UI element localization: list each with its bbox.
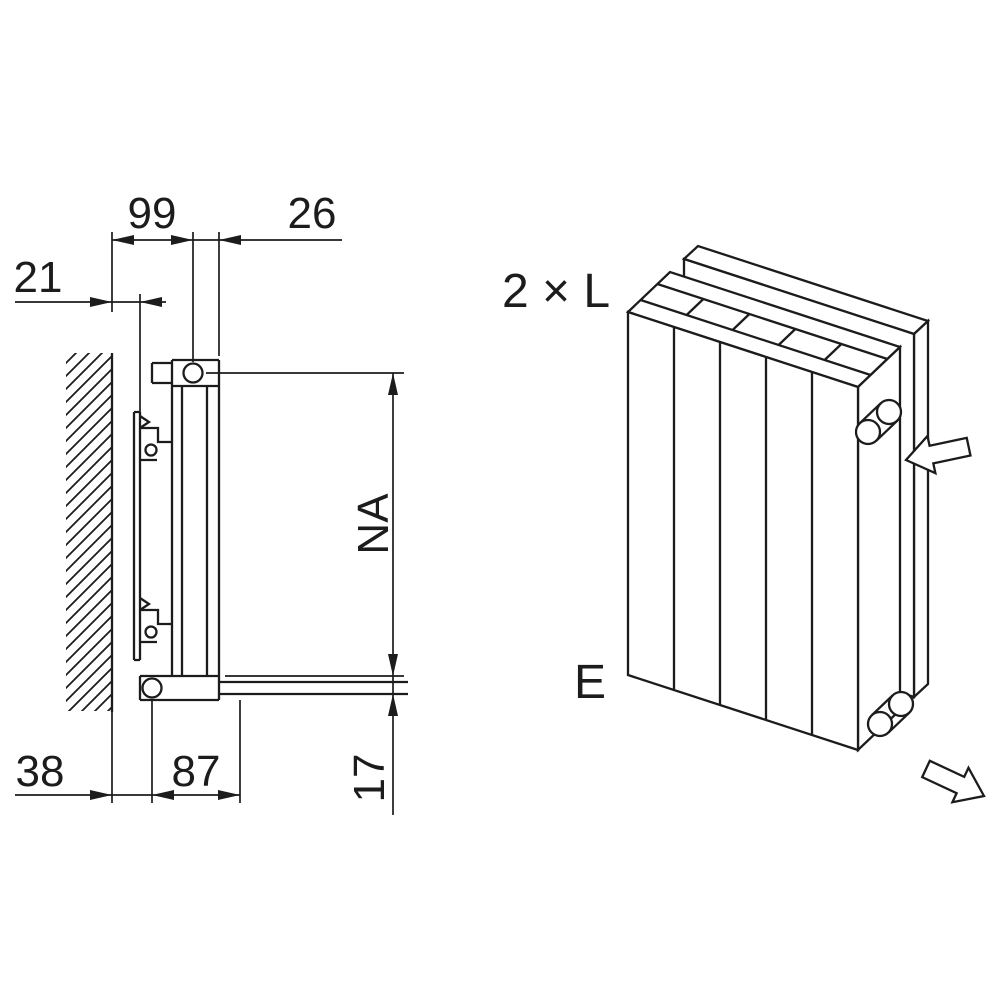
bottom-foot-hub	[141, 677, 163, 699]
top-connection-hub	[182, 362, 204, 384]
dim-label-top-depth: 26	[288, 189, 337, 238]
radiator-body	[625, 270, 903, 753]
dim-label-top-width: 99	[128, 189, 177, 238]
bottom-connection-pipe	[219, 680, 408, 696]
dim-label-bottom-wall-offset: 38	[16, 747, 65, 796]
top-connection-boss	[854, 398, 903, 446]
bracket-pin-top	[144, 443, 158, 457]
top-grille-lines	[640, 282, 888, 377]
radiator-profile	[138, 358, 408, 702]
bracket-count-label: 2 × L	[502, 265, 610, 318]
dim-label-bottom-bracket-offset: 87	[172, 747, 221, 796]
connection-label: E	[574, 656, 606, 709]
side-view: 99 26 21 NA 38 87 17	[14, 189, 408, 815]
dimension-arrowheads	[90, 235, 398, 800]
dim-label-wall-gap: 21	[14, 253, 63, 302]
dim-label-bottom-connection-offset: 17	[345, 754, 394, 803]
radiator-front-face	[626, 310, 860, 752]
wall-section	[66, 353, 114, 712]
wall-hatching	[66, 353, 112, 711]
bottom-connection-boss	[866, 690, 915, 738]
inlet-arrow-icon	[904, 433, 972, 476]
iso-view: 2 × L E	[502, 244, 986, 804]
top-grille-ticks	[685, 298, 843, 361]
dim-label-hub-distance: NA	[349, 493, 398, 555]
panel-divider-lines	[672, 327, 814, 735]
bracket-pin-bottom	[144, 625, 158, 639]
outlet-arrow-icon	[920, 759, 986, 804]
wall-bracket	[132, 410, 172, 662]
